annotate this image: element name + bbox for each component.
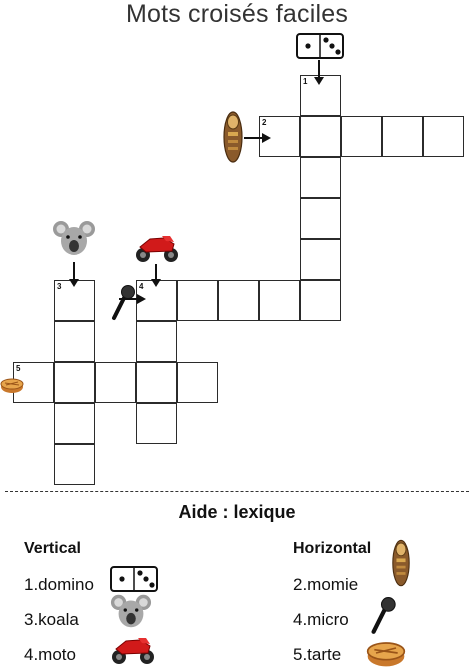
grid-cell-1-3[interactable] bbox=[300, 157, 341, 198]
grid-cell-1-2[interactable] bbox=[300, 116, 341, 157]
arrow-down-icon bbox=[314, 60, 324, 85]
grid-cell-5-3[interactable] bbox=[95, 362, 136, 403]
grid-cell-4d-3[interactable] bbox=[136, 362, 177, 403]
lexicon-horizontal-item-1: 2.momie bbox=[293, 575, 359, 594]
mummy-icon bbox=[392, 539, 410, 587]
grid-cell-2-4[interactable] bbox=[382, 116, 423, 157]
horizontal-heading: Horizontal bbox=[293, 540, 372, 557]
pie-icon bbox=[366, 642, 406, 667]
lexicon-heading: Aide : lexique bbox=[178, 502, 296, 522]
grid-cell-5-5[interactable] bbox=[177, 362, 218, 403]
domino-icon bbox=[296, 33, 344, 59]
grid-cell-4-2[interactable] bbox=[177, 280, 218, 321]
mummy-icon bbox=[223, 111, 243, 163]
grid-cell-1-4[interactable] bbox=[300, 198, 341, 239]
grid-cell-5-1[interactable]: 5 bbox=[13, 362, 54, 403]
vertical-heading: Vertical bbox=[24, 540, 81, 557]
grid-cell-1-6[interactable] bbox=[300, 280, 341, 321]
arrow-down-icon bbox=[151, 264, 161, 287]
grid-cell-1-5[interactable] bbox=[300, 239, 341, 280]
clue-number-2: 2 bbox=[262, 118, 267, 127]
microphone-icon bbox=[371, 597, 396, 634]
clue-number-3: 3 bbox=[57, 282, 62, 291]
motorbike-icon bbox=[112, 638, 154, 664]
koala-icon bbox=[110, 594, 152, 628]
clue-number-4: 4 bbox=[139, 282, 144, 291]
grid-cell-3-4[interactable] bbox=[54, 403, 95, 444]
lexicon-vertical-item-3: 4.moto bbox=[24, 645, 76, 664]
arrow-right-icon bbox=[244, 133, 271, 143]
grid-cell-3-5[interactable] bbox=[54, 444, 95, 485]
grid-cell-2-5[interactable] bbox=[423, 116, 464, 157]
divider bbox=[5, 491, 469, 492]
grid-cell-3-2[interactable] bbox=[54, 321, 95, 362]
clue-number-5: 5 bbox=[16, 364, 21, 373]
lexicon-horizontal-item-3: 5.tarte bbox=[293, 645, 342, 664]
arrow-right-icon bbox=[119, 294, 146, 304]
grid-cell-4d-4[interactable] bbox=[136, 403, 177, 444]
pie-icon bbox=[0, 378, 24, 393]
lexicon-vertical-item-1: 1.domino bbox=[24, 575, 94, 594]
arrow-down-icon bbox=[69, 262, 79, 287]
grid-cell-4-3[interactable] bbox=[218, 280, 259, 321]
lexicon-horizontal-item-2: 4.micro bbox=[293, 610, 349, 629]
koala-icon bbox=[53, 221, 95, 255]
motorbike-icon bbox=[136, 236, 178, 262]
grid-cell-3-3[interactable] bbox=[54, 362, 95, 403]
page-title: Mots croisés faciles bbox=[125, 0, 349, 28]
clue-number-1: 1 bbox=[303, 77, 308, 86]
grid-cell-4d-2[interactable] bbox=[136, 321, 177, 362]
grid-cell-4-4[interactable] bbox=[259, 280, 300, 321]
domino-icon bbox=[110, 566, 158, 592]
lexicon-vertical-item-2: 3.koala bbox=[24, 610, 79, 629]
grid-cell-2-3[interactable] bbox=[341, 116, 382, 157]
